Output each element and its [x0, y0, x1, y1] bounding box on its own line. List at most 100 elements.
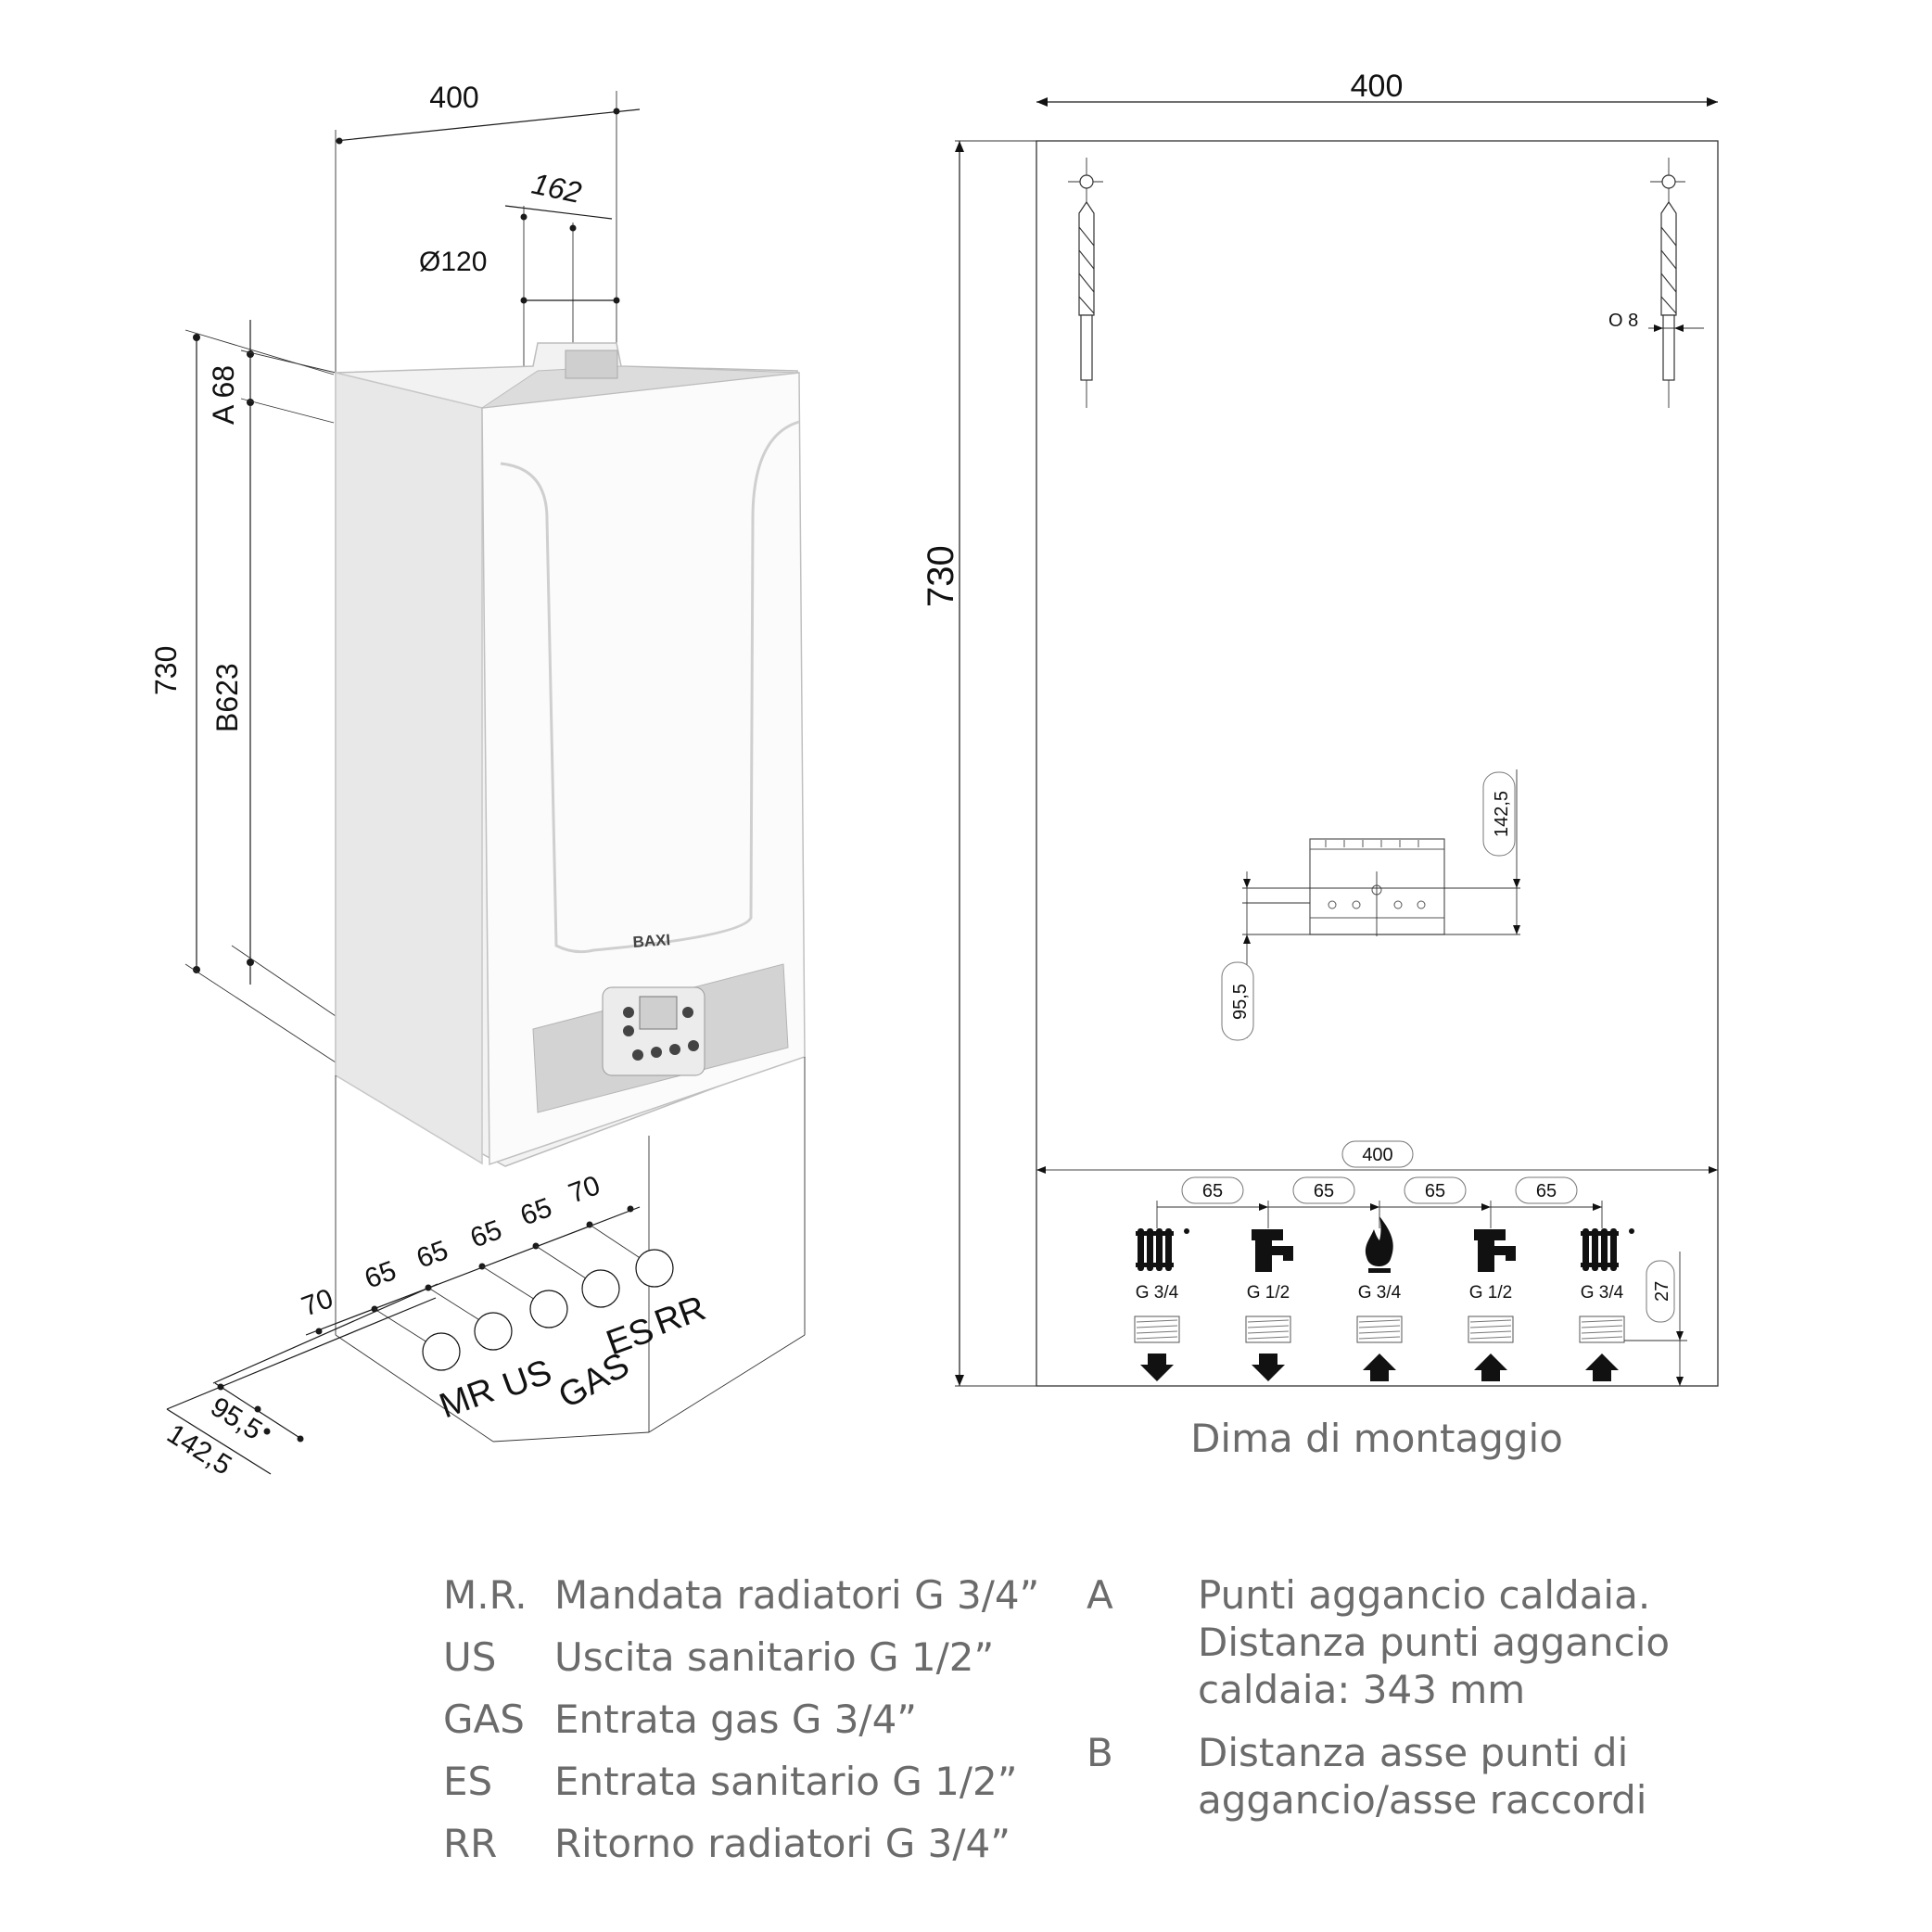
drill-bit-icon	[1660, 200, 1677, 316]
arrow-down-icon	[1140, 1354, 1174, 1381]
gas-connection	[529, 1290, 568, 1328]
legend-code-gas: GAS	[443, 1697, 525, 1742]
spacing-label-4: 65	[466, 1214, 506, 1253]
depth-label: 162	[529, 167, 585, 210]
a-extension-top	[240, 350, 337, 374]
control-button	[669, 1044, 680, 1055]
fitting-size-label: G 3/4	[1358, 1283, 1402, 1303]
control-button	[623, 1007, 634, 1018]
fittings-spacing-1: 65	[1202, 1181, 1223, 1201]
height-label: 730	[149, 646, 183, 695]
spacing-label-2: 65	[361, 1255, 400, 1294]
legend-text-a-line2: Distanza punti aggancio	[1198, 1620, 1670, 1665]
radiator-icon	[1581, 1228, 1634, 1271]
spacing-pill-3	[1404, 1176, 1467, 1204]
height-extension-top	[184, 329, 335, 375]
legend-text-rr: Ritorno radiatori G 3/4”	[554, 1821, 1010, 1866]
template-height-label: 730	[921, 545, 961, 607]
fittings-spacing-2: 65	[1314, 1181, 1334, 1201]
legend-code-b: B	[1087, 1730, 1113, 1775]
a-extension-bottom	[240, 398, 335, 424]
spacing-dimension-line	[305, 1206, 641, 1336]
fitting-size-label: G 3/4	[1581, 1283, 1624, 1303]
boiler-top	[481, 365, 800, 409]
fittings-spacing-4: 65	[1536, 1181, 1557, 1201]
fitting-size-label: G 1/2	[1469, 1283, 1512, 1303]
thread-height-pill	[1646, 1260, 1675, 1323]
fitting-gas: G 3/4	[1356, 1216, 1403, 1381]
legend-code-us: US	[443, 1634, 496, 1680]
radiator-icon	[1136, 1228, 1189, 1271]
tap-icon	[1474, 1229, 1516, 1272]
spacing-label-6: 70	[565, 1170, 604, 1209]
template-outline	[1036, 140, 1719, 1387]
spacing-pill-1	[1181, 1176, 1244, 1204]
spacing-pill-4	[1515, 1176, 1578, 1204]
b-label: B623	[210, 663, 244, 732]
legend-text-a-line1: Punti aggancio caldaia.	[1198, 1572, 1650, 1618]
fittings-spacing-3: 65	[1425, 1181, 1445, 1201]
tap-icon	[1252, 1229, 1293, 1272]
hook-hole	[1079, 174, 1094, 189]
base-right-edge	[648, 1334, 806, 1433]
spacing-pill-2	[1292, 1176, 1355, 1204]
legend-code-a: A	[1087, 1572, 1113, 1618]
spacing-label-1: 70	[298, 1283, 337, 1322]
fitting-es: G 1/2	[1468, 1229, 1516, 1381]
arrow-down-icon	[1252, 1354, 1285, 1381]
width-dimension-line	[335, 108, 641, 142]
front-panel-contour	[500, 420, 800, 954]
flue-diameter-label: Ø120	[419, 247, 487, 277]
legend-text-mr: Mandata radiatori G 3/4”	[554, 1572, 1039, 1618]
legend-code-rr: RR	[443, 1821, 497, 1866]
inner-width-pill	[1341, 1140, 1414, 1168]
rr-connection	[635, 1249, 674, 1288]
drill-bit-icon	[1078, 200, 1095, 316]
mounting-template: 400 730 O 8	[921, 69, 1719, 1461]
mr-label: MR	[435, 1371, 500, 1427]
spacing-label-3: 65	[413, 1235, 452, 1274]
inner-width-label: 400	[1362, 1145, 1392, 1165]
fitting-size-label: G 1/2	[1247, 1283, 1290, 1303]
depth-142-line	[166, 1297, 437, 1410]
control-button	[632, 1049, 643, 1061]
template-width-label: 400	[1351, 69, 1404, 104]
hole-diameter-label: O 8	[1608, 311, 1638, 331]
legend-text-b-line1: Distanza asse punti di	[1198, 1730, 1628, 1775]
height-extension-bottom	[184, 963, 337, 1063]
flue-outlet	[565, 350, 618, 379]
depth-142-leader	[166, 1408, 272, 1475]
control-button	[623, 1025, 634, 1036]
offset-label-142: 142,5	[1492, 791, 1512, 837]
base-bottom-edge	[492, 1431, 650, 1443]
legend-text-b-line2: aggancio/asse raccordi	[1198, 1777, 1646, 1823]
base-left-edge	[335, 1334, 494, 1443]
fitting-size-label: G 3/4	[1136, 1283, 1179, 1303]
mounting-bracket	[1242, 769, 1520, 1038]
b-extension-bottom	[231, 945, 337, 1017]
es-connection	[581, 1269, 620, 1308]
fitting-us: G 1/2	[1245, 1229, 1293, 1381]
mr-connection	[422, 1332, 461, 1371]
arrow-up-icon	[1363, 1354, 1396, 1381]
offset-label-95: 95,5	[1230, 984, 1251, 1020]
thread-height-label: 27	[1652, 1281, 1672, 1302]
arrow-up-icon	[1585, 1354, 1619, 1381]
offset-pill-142	[1482, 771, 1516, 857]
legend-text-us: Uscita sanitario G 1/2”	[554, 1634, 994, 1680]
offset-pill-95	[1221, 961, 1254, 1041]
spacing-label-5: 65	[516, 1192, 556, 1231]
legend-code-mr: M.R.	[443, 1572, 527, 1618]
legend-text-es: Entrata sanitario G 1/2”	[554, 1759, 1018, 1804]
control-button	[651, 1047, 662, 1058]
legend: M.R. Mandata radiatori G 3/4” US Uscita …	[443, 1572, 1670, 1866]
control-button	[688, 1040, 699, 1051]
rr-label: RR	[650, 1289, 711, 1342]
legend-text-a-line3: caldaia: 343 mm	[1198, 1667, 1525, 1712]
fitting-mr: G 3/4	[1134, 1228, 1189, 1381]
display-screen	[639, 996, 678, 1030]
flame-icon	[1365, 1216, 1393, 1273]
left-hook-drill	[1068, 158, 1103, 408]
depth-label-95: 95,5	[205, 1392, 267, 1446]
